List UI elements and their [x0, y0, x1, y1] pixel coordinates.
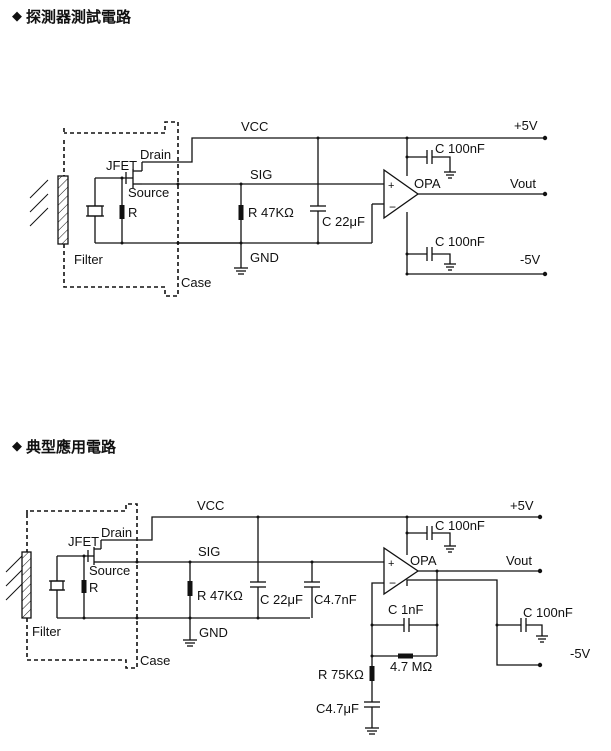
vout-label: Vout [510, 176, 536, 191]
m5v-label: -5V [570, 646, 591, 661]
opamp-symbol: + − [383, 546, 420, 596]
light-rays-icon [5, 555, 23, 601]
source-label: Source [128, 185, 169, 200]
r47k-label: R 47KΩ [248, 205, 294, 220]
ground-icon [444, 171, 456, 179]
vout-label: Vout [506, 553, 532, 568]
ground-icon [234, 267, 248, 275]
jfet-label: JFET [68, 534, 99, 549]
svg-text:−: − [389, 576, 396, 590]
source-label: Source [89, 563, 130, 578]
resistor-47k [238, 205, 244, 220]
capacitor-22uf [250, 581, 266, 588]
ground-icon [536, 635, 548, 643]
jfet-symbol [125, 162, 143, 188]
ground-icon [444, 545, 456, 553]
c100-top-label: C 100nF [435, 141, 485, 156]
ground-icon [183, 639, 197, 647]
vcc-label: VCC [197, 498, 224, 513]
ground-icon [444, 263, 456, 271]
c47u-label: C4.7μF [316, 701, 359, 716]
r47m-label: 4.7 MΩ [390, 659, 433, 674]
pyro-element [49, 556, 65, 618]
filter-label: Filter [32, 624, 62, 639]
c100-bottom-label: C 100nF [435, 234, 485, 249]
jfet-label: JFET [106, 158, 137, 173]
resistor-r [81, 580, 87, 593]
r-label: R [128, 205, 137, 220]
filter-label: Filter [74, 252, 104, 267]
diamond-bullet-icon: ◆ [12, 9, 22, 24]
opamp-symbol: + − [383, 168, 420, 220]
opa-label: OPA [410, 553, 437, 568]
case-label: Case [140, 653, 170, 668]
drain-label: Drain [101, 525, 132, 540]
section2-heading: ◆ 典型應用電路 [12, 436, 116, 457]
drain-label: Drain [140, 147, 171, 162]
p5v-label: +5V [514, 118, 538, 133]
case-outline [63, 121, 179, 297]
opa-label: OPA [414, 176, 441, 191]
resistor-47k [187, 581, 193, 596]
svg-text:−: − [389, 200, 396, 214]
m5v-label: -5V [520, 252, 541, 267]
vcc-label: VCC [241, 119, 268, 134]
gnd-label: GND [199, 625, 228, 640]
filter-element [21, 551, 32, 619]
gnd-label: GND [250, 250, 279, 265]
svg-text:+: + [388, 558, 394, 570]
capacitor-4.7nf [304, 581, 320, 588]
capacitor-4.7uf [364, 701, 380, 708]
resistor-r [119, 205, 125, 219]
c22-label: C 22μF [322, 214, 365, 229]
r47k-label: R 47KΩ [197, 588, 243, 603]
jfet-symbol [87, 540, 102, 565]
pyro-element [86, 178, 104, 243]
case-outline [26, 503, 138, 669]
c1n-label: C 1nF [388, 602, 423, 617]
detector-test-circuit: Filter Case R JFET Drain Source VCC SIG [29, 118, 548, 297]
capacitor-1nf [403, 618, 410, 632]
c100-bottom-label: C 100nF [523, 605, 573, 620]
diamond-bullet-icon: ◆ [12, 439, 22, 454]
light-rays-icon [29, 179, 49, 227]
section2-title: 典型應用電路 [26, 438, 117, 456]
sig-label: SIG [250, 167, 272, 182]
ground-icon [365, 727, 379, 735]
resistor-75k [369, 666, 375, 681]
c100-top-label: C 100nF [435, 518, 485, 533]
section1-title: 探測器測試電路 [26, 8, 132, 26]
c22-label: C 22μF [260, 592, 303, 607]
capacitor-22uf [310, 205, 326, 212]
typical-application-circuit: Filter Case R JFET Drain Source VCC SIG … [5, 498, 591, 735]
r75k-label: R 75KΩ [318, 667, 364, 682]
case-label: Case [181, 275, 211, 290]
r-label: R [89, 580, 98, 595]
resistor-4.7m [398, 653, 413, 659]
sig-label: SIG [198, 544, 220, 559]
section1-heading: ◆ 探測器測試電路 [12, 6, 131, 27]
p5v-label: +5V [510, 498, 534, 513]
c47n-label: C4.7nF [314, 592, 357, 607]
svg-text:+: + [388, 180, 394, 192]
filter-element [57, 175, 69, 245]
